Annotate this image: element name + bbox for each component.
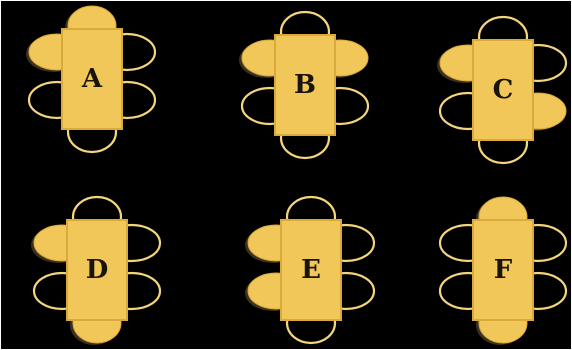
option-e[interactable]: E — [236, 195, 386, 345]
option-b[interactable]: B — [230, 10, 380, 160]
table-diagram-f — [438, 196, 568, 345]
table-a — [61, 28, 123, 130]
option-d[interactable]: D — [22, 195, 172, 345]
table-diagram-a — [26, 5, 157, 154]
table-d — [66, 219, 128, 321]
table-b — [274, 34, 336, 136]
option-f[interactable]: F — [428, 195, 572, 345]
table-diagram-c — [437, 15, 568, 165]
option-c[interactable]: C — [428, 15, 572, 165]
table-diagram-e — [245, 195, 376, 345]
table-e — [280, 219, 342, 321]
option-a[interactable]: A — [17, 4, 167, 154]
table-f — [472, 219, 534, 321]
table-c — [472, 39, 534, 141]
table-diagram-d — [31, 195, 162, 345]
table-diagram-b — [239, 10, 370, 160]
